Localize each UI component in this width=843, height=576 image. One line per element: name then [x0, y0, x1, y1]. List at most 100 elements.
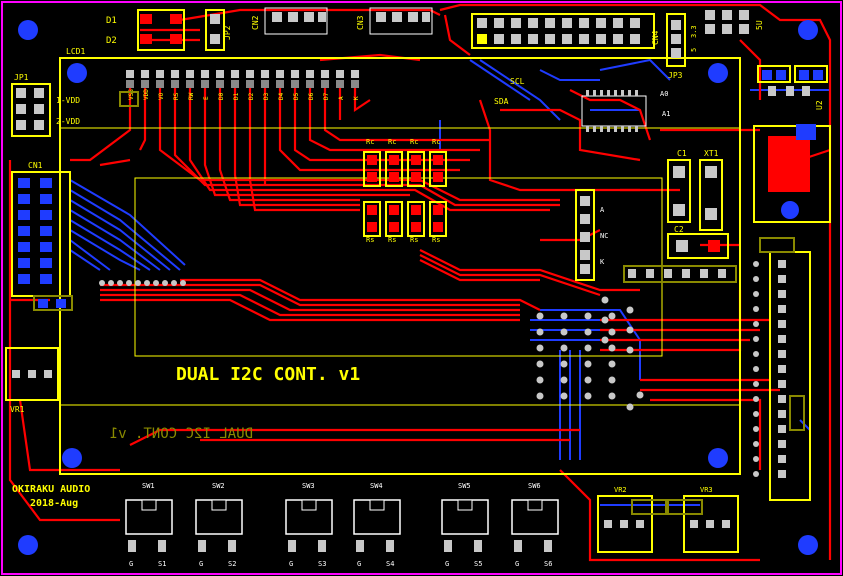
- right-header-pin: [778, 320, 786, 328]
- vr1-label: VR1: [10, 405, 25, 414]
- u2-label: U2: [815, 100, 824, 110]
- resistor-pad: [389, 222, 399, 232]
- right-header-pin: [778, 425, 786, 433]
- board-title-mirrored: DUAL I2C CONT. v1: [110, 426, 253, 442]
- header-pin: [477, 18, 487, 28]
- lcd-pin: [306, 70, 314, 78]
- via: [753, 261, 759, 267]
- switch-pin-label: S6: [544, 560, 552, 568]
- switch-pin: [228, 540, 236, 552]
- diodes: D1 D2: [106, 9, 185, 51]
- a0-label: A0: [660, 90, 668, 98]
- a1-label: A1: [662, 110, 670, 118]
- cn1-connector: CN1: [11, 161, 73, 311]
- mcu-pad: [560, 392, 568, 400]
- lcd-pin: [231, 70, 239, 78]
- rc-label: Rc: [432, 138, 440, 146]
- lcd-pin-label: D7: [323, 92, 330, 100]
- u1-pin: [600, 90, 603, 96]
- lcd-pin: [246, 80, 254, 88]
- xt1-crystal: XT1: [699, 149, 723, 231]
- resistor: [429, 151, 447, 187]
- maker-label: OKIRAKU AUDIO: [12, 484, 90, 495]
- via: [108, 280, 114, 286]
- switch-actuator: [211, 499, 227, 511]
- lcd-pin: [201, 80, 209, 88]
- header-pin: [613, 18, 623, 28]
- resistor-pad: [389, 205, 399, 215]
- header-pin: [579, 34, 589, 44]
- mcu-pad: [560, 376, 568, 384]
- lcd-pin: [321, 70, 329, 78]
- mcu-pad: [608, 312, 616, 320]
- resistor-pad: [433, 222, 443, 232]
- via: [626, 403, 634, 411]
- u1-pin: [593, 90, 596, 96]
- switch-pin: [288, 540, 296, 552]
- lcd-pin: [216, 80, 224, 88]
- switch-pin: [356, 540, 364, 552]
- u1-pin: [614, 90, 617, 96]
- c1-label: C1: [677, 149, 687, 158]
- c1-capacitor: C1: [667, 149, 691, 223]
- cn3-connector: CN3: [356, 7, 433, 35]
- lcd-pin: [321, 80, 329, 88]
- via: [126, 280, 132, 286]
- mcu-pad: [536, 392, 544, 400]
- vdd2-label: 2-VDD: [56, 117, 80, 126]
- u1-pin: [628, 126, 631, 132]
- via: [180, 280, 186, 286]
- switch-label: SW5: [458, 482, 471, 490]
- u2-regulator: U2: [753, 100, 831, 223]
- switch-label: SW4: [370, 482, 383, 490]
- right-header-pin: [778, 365, 786, 373]
- via: [171, 280, 177, 286]
- switch-label: SW6: [528, 482, 541, 490]
- cn1-pin: [40, 226, 52, 236]
- mcu-pad: [584, 376, 592, 384]
- lcd-pin-label: D5: [293, 92, 300, 100]
- via: [144, 280, 150, 286]
- cn1-pin: [18, 194, 30, 204]
- u1-pin: [607, 90, 610, 96]
- via: [601, 296, 609, 304]
- lcd-pin: [291, 70, 299, 78]
- header-pin: [630, 34, 640, 44]
- rs-label: Rs: [366, 236, 374, 244]
- mcu-pad: [536, 328, 544, 336]
- rs-label: Rs: [410, 236, 418, 244]
- mcu-pad: [584, 392, 592, 400]
- switch-pin-label: S4: [386, 560, 394, 568]
- mounting-holes: [18, 20, 818, 555]
- via: [753, 456, 759, 462]
- jp2-jumper: JP2: [205, 9, 232, 51]
- u1-pin: [635, 90, 638, 96]
- switch-actuator: [527, 499, 543, 511]
- lcd-pin-label: D6: [308, 92, 315, 100]
- header-pin: [477, 34, 487, 44]
- mcu-pad: [536, 344, 544, 352]
- u1-pin: [593, 126, 596, 132]
- resistor: [407, 151, 425, 187]
- v5-label: 5: [690, 48, 698, 52]
- lcd-pin-label: VSS: [128, 89, 135, 100]
- switch-actuator: [141, 499, 157, 511]
- lcd-pin-label: RW: [188, 92, 195, 100]
- top-right-pads: 5U: [705, 10, 828, 96]
- cap-footprint: [759, 237, 795, 253]
- via: [753, 351, 759, 357]
- header-pin: [528, 18, 538, 28]
- lcd-pin-label: VO: [158, 92, 165, 100]
- header-pin: [630, 18, 640, 28]
- right-header-pin: [778, 380, 786, 388]
- rs-label: Rs: [388, 236, 396, 244]
- lcd-pin-label: D0: [218, 92, 225, 100]
- via: [753, 366, 759, 372]
- mcu-pad: [608, 360, 616, 368]
- resistor: [385, 201, 403, 237]
- cap-footprint: [789, 395, 805, 431]
- u1-pin: [586, 90, 589, 96]
- switch-pin-label: S5: [474, 560, 482, 568]
- header-pin: [511, 34, 521, 44]
